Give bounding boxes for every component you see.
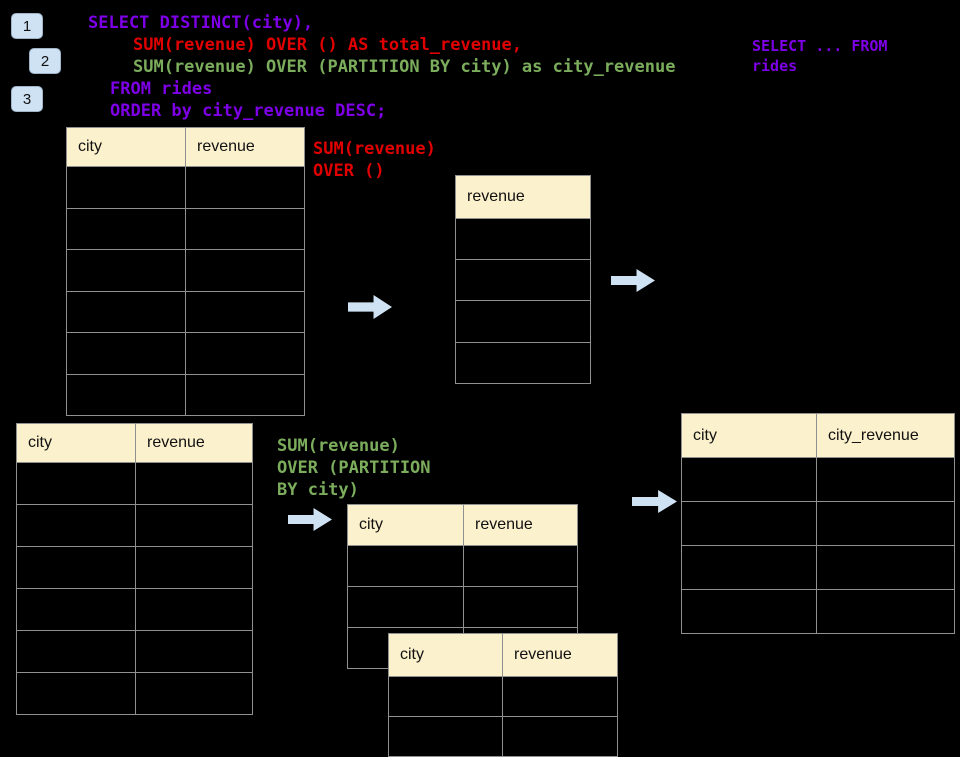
column-header-city: city (348, 505, 464, 546)
table-cell (17, 505, 136, 547)
column-header-revenue: revenue (136, 424, 253, 463)
table-cell (67, 374, 186, 416)
column-header-city: city (67, 128, 186, 167)
table-cell (186, 374, 305, 416)
table-cell (682, 590, 817, 634)
slide-canvas: { "colors": { "background": "#000000", "… (11, 13, 955, 757)
annotation-partition-line3: BY city) (277, 480, 359, 500)
arrow-right-icon (611, 269, 655, 292)
column-header-city: city (17, 424, 136, 463)
table-cell (456, 260, 591, 302)
table-cell (17, 463, 136, 505)
table-cell (136, 505, 253, 547)
table-cell (464, 546, 578, 587)
sql-line-total: SUM(revenue) OVER () AS total_revenue, (133, 35, 522, 55)
table-cell (17, 673, 136, 715)
table-cell (682, 502, 817, 546)
source-table-top: city revenue (66, 127, 305, 416)
arrow-right-icon (632, 490, 677, 513)
table-cell (186, 333, 305, 375)
city-revenue-result-table: city city_revenue (681, 413, 955, 634)
table-cell (456, 301, 591, 343)
table-cell (186, 250, 305, 292)
table-cell (67, 167, 186, 209)
column-header-city: city (389, 634, 503, 677)
table-cell (817, 458, 955, 502)
column-header-city: city (682, 414, 817, 458)
table-cell (348, 546, 464, 587)
table-cell (682, 546, 817, 590)
table-cell (389, 677, 503, 717)
column-header-revenue: revenue (186, 128, 305, 167)
table-cell (17, 589, 136, 631)
total-revenue-result-table: revenue (455, 175, 591, 384)
table-cell (456, 342, 591, 384)
table-cell (348, 587, 464, 628)
annotation-total-over-line1: SUM(revenue) (313, 139, 436, 159)
table-cell (464, 587, 578, 628)
table-cell (67, 291, 186, 333)
annotation-total-over-line2: OVER () (313, 161, 385, 181)
annotation-from-rides-line2: rides (752, 57, 798, 75)
table-cell (17, 547, 136, 589)
source-table-bottom: city revenue (16, 423, 253, 715)
table-cell (389, 717, 503, 757)
table-cell (186, 291, 305, 333)
arrow-right-icon (348, 295, 392, 319)
table-cell (817, 546, 955, 590)
column-header-revenue: revenue (503, 634, 618, 677)
column-header-city-revenue: city_revenue (817, 414, 955, 458)
sql-line-order: ORDER by city_revenue DESC; (110, 101, 387, 121)
table-cell (67, 208, 186, 250)
table-cell (136, 463, 253, 505)
arrow-right-icon (288, 508, 332, 531)
sql-line-from: FROM rides (110, 79, 213, 99)
table-cell (186, 167, 305, 209)
step-badge-3: 3 (11, 86, 43, 112)
sql-line-select: SELECT DISTINCT(city), (88, 13, 314, 33)
annotation-partition-line1: SUM(revenue) (277, 436, 400, 456)
sql-line-partition: SUM(revenue) OVER (PARTITION BY city) as… (133, 57, 676, 77)
partitioned-table-overlay: city revenue (388, 633, 618, 757)
annotation-partition-line2: OVER (PARTITION (277, 458, 431, 478)
table-cell (17, 631, 136, 673)
table-cell (682, 458, 817, 502)
table-cell (136, 673, 253, 715)
table-cell (67, 333, 186, 375)
annotation-from-rides-line1: SELECT ... FROM (752, 37, 888, 55)
table-cell (136, 631, 253, 673)
table-cell (186, 208, 305, 250)
step-badge-1: 1 (11, 13, 43, 39)
table-cell (456, 219, 591, 261)
table-cell (503, 717, 618, 757)
column-header-revenue: revenue (456, 176, 591, 219)
table-cell (817, 590, 955, 634)
table-cell (136, 589, 253, 631)
column-header-revenue: revenue (464, 505, 578, 546)
table-cell (136, 547, 253, 589)
table-cell (817, 502, 955, 546)
table-cell (67, 250, 186, 292)
table-cell (503, 677, 618, 717)
step-badge-2: 2 (29, 48, 61, 74)
